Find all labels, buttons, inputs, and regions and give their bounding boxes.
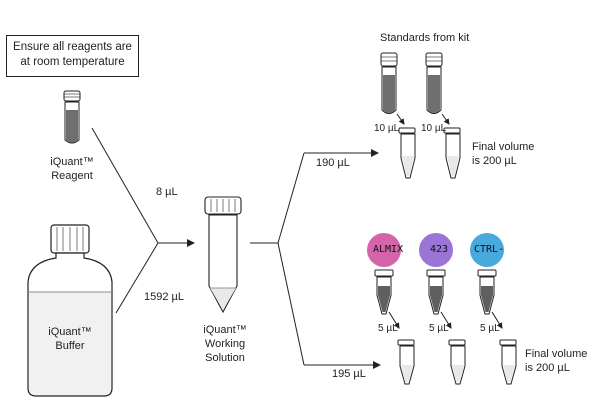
sample-assay-tube-3 xyxy=(499,339,517,385)
to-standards-volume: 190 µL xyxy=(316,157,350,169)
sample-volume-1: 5 µL xyxy=(378,323,398,334)
standard-assay-tube-2 xyxy=(443,127,461,179)
sample-cap-2 xyxy=(419,233,453,267)
split-arrows xyxy=(250,149,381,369)
working-label-line-1: iQuant™ xyxy=(203,324,247,336)
sample-tube-1 xyxy=(367,233,401,315)
sample-volume-2: 5 µL xyxy=(429,323,449,334)
sample-label-2: 423 xyxy=(430,244,449,255)
merge-arrows xyxy=(91,127,195,314)
final-volume-bottom-line-1: Final volume xyxy=(525,348,588,360)
working-label-line-2: Working xyxy=(204,338,246,350)
final-volume-top-line-1: Final volume xyxy=(472,141,535,153)
reagent-tube xyxy=(63,90,81,144)
final-volume-top-line-2: is 200 µL xyxy=(472,155,517,167)
buffer-label-line-1: iQuant™ xyxy=(48,326,92,338)
buffer-bottle xyxy=(27,224,113,397)
notice-line-2: at room temperature xyxy=(20,56,125,68)
working-label-line-3: Solution xyxy=(205,352,245,364)
working-solution-tube xyxy=(204,196,242,314)
sample-label-3: CTRL- xyxy=(474,244,505,255)
buffer-volume: 1592 µL xyxy=(144,291,184,303)
sample-cap-3 xyxy=(470,233,504,267)
standard-assay-tube-1 xyxy=(398,127,416,179)
standards-title: Standards from kit xyxy=(380,32,470,44)
to-samples-volume: 195 µL xyxy=(332,368,366,380)
sample-cap-1 xyxy=(367,233,401,267)
reagent-label-line-1: iQuant™ xyxy=(50,156,94,168)
reagent-label-line-2: Reagent xyxy=(51,170,93,182)
sample-volume-3: 5 µL xyxy=(480,323,500,334)
sample-assay-tube-2 xyxy=(448,339,466,385)
sample-assay-tube-1 xyxy=(397,339,415,385)
standard-tube-1 xyxy=(380,52,398,114)
final-volume-bottom-line-2: is 200 µL xyxy=(525,362,570,374)
room-temperature-notice: Ensure all reagents are at room temperat… xyxy=(6,35,139,77)
standard-tube-2 xyxy=(425,52,443,114)
sample-tube-2 xyxy=(419,233,453,315)
buffer-label-line-2: Buffer xyxy=(55,340,85,352)
sample-tube-3 xyxy=(470,233,504,315)
sample-label-1: ALMIX xyxy=(373,244,404,255)
reagent-volume: 8 µL xyxy=(156,186,178,198)
standard-volume-2: 10 µL xyxy=(421,123,447,134)
notice-line-1: Ensure all reagents are xyxy=(13,41,132,53)
standard-volume-1: 10 µL xyxy=(374,123,400,134)
